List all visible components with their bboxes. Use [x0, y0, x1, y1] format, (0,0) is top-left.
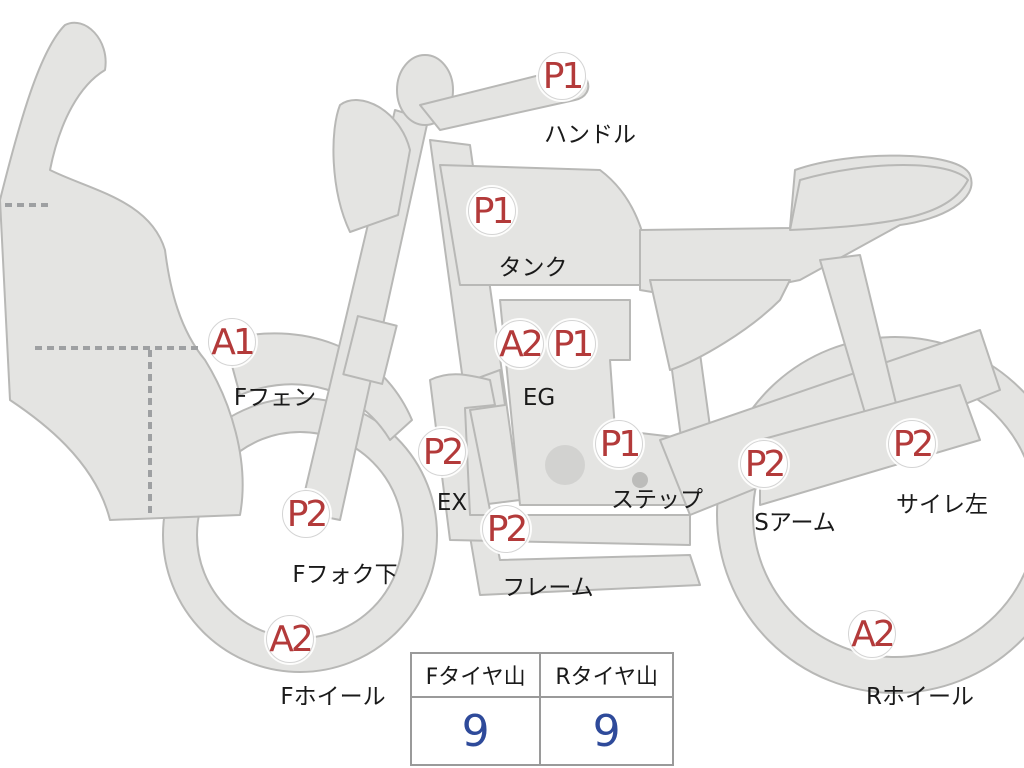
- grade-badge-engine-p: P1: [548, 320, 596, 368]
- grade-badge-handle: P1: [538, 52, 586, 100]
- part-label-side-cover: サイレ左: [896, 492, 988, 518]
- tire-tread-table: Fタイヤ山 Rタイヤ山 9 9: [409, 652, 674, 766]
- grade-badge-frame: P2: [482, 505, 530, 553]
- part-label-frame: フレーム: [502, 575, 594, 601]
- part-label-front-fork: Fフォク下: [292, 562, 398, 588]
- grade-badge-exhaust: P2: [418, 428, 466, 476]
- part-label-front-wheel: Fホイール: [280, 684, 386, 710]
- grade-badge-rear-wheel: A2: [848, 610, 896, 658]
- part-label-swing-arm: Sアーム: [754, 510, 836, 536]
- front-tire-header: Fタイヤ山: [409, 652, 542, 698]
- grade-badge-engine-a: A2: [496, 320, 544, 368]
- grade-badge-front-wheel: A2: [266, 615, 314, 663]
- grade-badge-front-fender: A1: [208, 318, 256, 366]
- front-tire-value: 9: [409, 696, 542, 766]
- exhaust-shape: [429, 373, 691, 546]
- part-label-handle: ハンドル: [544, 122, 636, 148]
- rear-tire-header: Rタイヤ山: [539, 652, 674, 698]
- grade-badge-swing-arm: P2: [740, 440, 788, 488]
- part-label-engine: EG: [522, 385, 556, 411]
- part-label-tank: タンク: [498, 255, 568, 281]
- grade-badge-step: P1: [595, 420, 643, 468]
- grade-badge-side-cover: P2: [888, 420, 936, 468]
- part-label-exhaust: EX: [436, 490, 468, 516]
- rear-tire-value: 9: [539, 696, 674, 766]
- grade-badge-tank: P1: [468, 187, 516, 235]
- part-label-rear-wheel: Rホイール: [866, 684, 974, 710]
- front-fender-shape: [224, 332, 413, 441]
- fairing-shape: [0, 21, 244, 521]
- grade-badge-front-fork: P2: [282, 490, 330, 538]
- part-label-front-fender: Fフェン: [233, 385, 317, 411]
- part-label-step: ステップ: [611, 487, 703, 513]
